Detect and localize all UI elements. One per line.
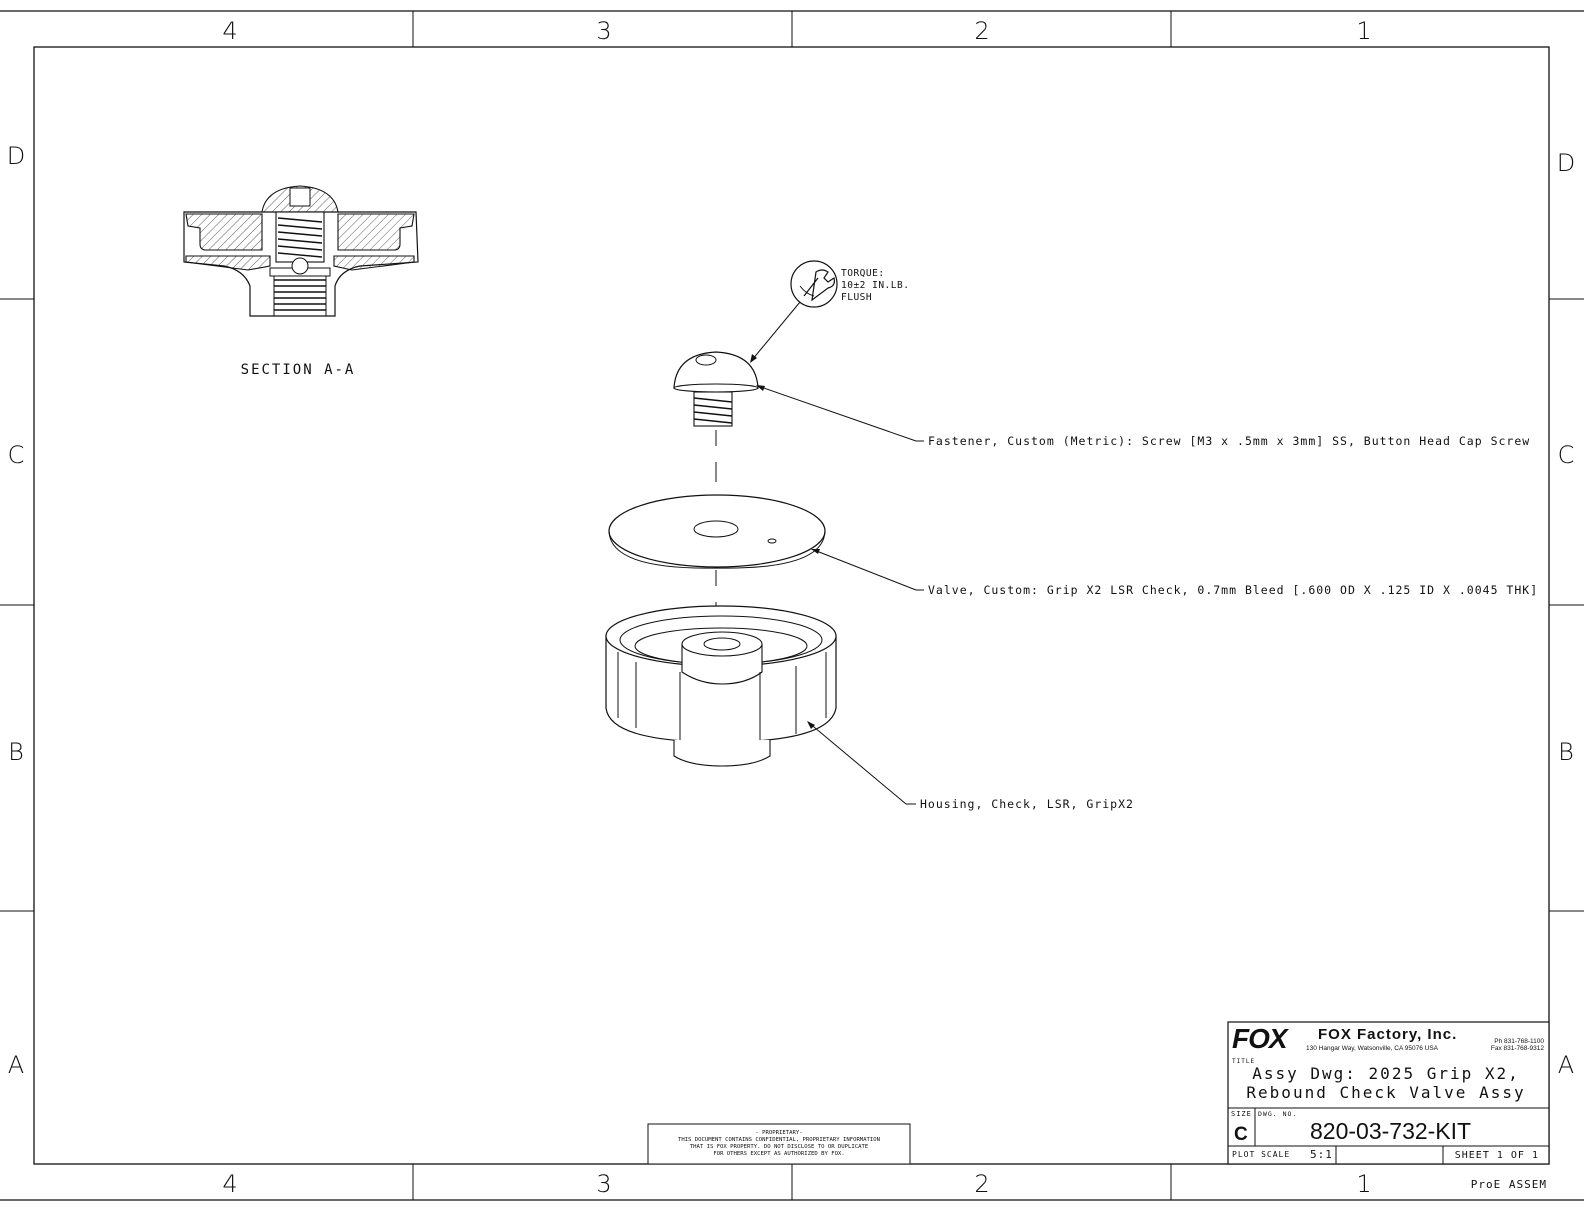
zone-col-top-3: 3 [596,17,611,45]
zone-row-right-a: A [1558,1051,1574,1079]
zone-row-left-a: A [8,1051,24,1079]
company-fax: Fax 831-768-9312 [1491,1045,1545,1052]
zone-col-top-2: 2 [974,17,989,45]
callout-fastener: Fastener, Custom (Metric): Screw [M3 x .… [928,434,1530,448]
plot-scale-value: 5:1 [1310,1148,1333,1161]
leader-arrow-valve [811,549,820,554]
check-valve-disc [608,494,826,569]
dwg-no-label: DWG. NO. [1258,1110,1297,1118]
fox-logo: FOX [1232,1023,1290,1054]
torque-line-1: TORQUE: [841,268,885,279]
zone-labels: 4 3 2 1 4 3 2 1 D C B A D C B A [7,17,1575,1198]
section-a-a-label: SECTION A-A [241,362,356,378]
zone-col-top-4: 4 [222,17,237,45]
proprietary-line-1: - PROPRIETARY- [755,1130,802,1136]
zone-row-right-b: B [1558,738,1574,766]
title-label: TITLE [1232,1058,1255,1065]
company-name: FOX Factory, Inc. [1318,1026,1457,1043]
zone-row-left-b: B [8,738,24,766]
proe-assem-label: ProE ASSEM [1471,1178,1547,1191]
proprietary-line-2: THIS DOCUMENT CONTAINS CONFIDENTIAL, PRO… [678,1137,880,1143]
company-address: 130 Hangar Way, Watsonville, CA 95076 US… [1306,1045,1439,1052]
torque-note: TORQUE: 10±2 IN.LB. FLUSH [750,260,909,363]
proprietary-line-4: FOR OTHERS EXCEPT AS AUTHORIZED BY FOX. [713,1151,844,1157]
proprietary-notice: - PROPRIETARY- THIS DOCUMENT CONTAINS CO… [647,1123,911,1165]
torque-line-3: FLUSH [841,292,872,303]
dwg-no-value: 820-03-732-KIT [1310,1118,1471,1144]
torque-line-2: 10±2 IN.LB. [841,280,909,291]
zone-col-bottom-3: 3 [596,1170,611,1198]
zone-row-left-d: D [7,142,25,170]
zone-row-left-c: C [8,441,25,469]
housing-threads [274,279,326,311]
drawing-title-line-1: Assy Dwg: 2025 Grip X2, [1252,1064,1520,1083]
sheet-count: SHEET 1 OF 1 [1455,1150,1539,1161]
size-label: SIZE [1231,1110,1252,1118]
screw-threads [277,217,323,258]
wrench-icon [799,269,835,302]
company-phone: Ph 831-768-1100 [1494,1038,1544,1045]
callout-valve: Valve, Custom: Grip X2 LSR Check, 0.7mm … [928,583,1538,597]
plot-scale-label: PLOT SCALE [1232,1150,1290,1159]
zone-col-top-1: 1 [1356,17,1371,45]
button-head-screw [673,351,759,427]
check-housing [605,605,837,767]
leader-arrow-housing [807,721,815,729]
zone-col-bottom-4: 4 [222,1170,237,1198]
zone-col-bottom-2: 2 [974,1170,989,1198]
proprietary-line-3: THAT IS FOX PROPERTY. DO NOT DISCLOSE TO… [690,1144,869,1150]
zone-col-bottom-1: 1 [1356,1170,1371,1198]
exploded-assembly [605,351,837,767]
section-view [183,185,419,317]
leader-arrow-fastener [756,385,765,391]
callout-housing: Housing, Check, LSR, GripX2 [920,797,1134,811]
leader-lines [757,385,924,805]
title-block: FOX FOX Factory, Inc. 130 Hangar Way, Wa… [1227,1021,1550,1191]
zone-row-right-d: D [1557,149,1575,177]
drawing-title-line-2: Rebound Check Valve Assy [1246,1083,1525,1102]
size-value: C [1234,1124,1248,1145]
zone-row-right-c: C [1558,441,1575,469]
